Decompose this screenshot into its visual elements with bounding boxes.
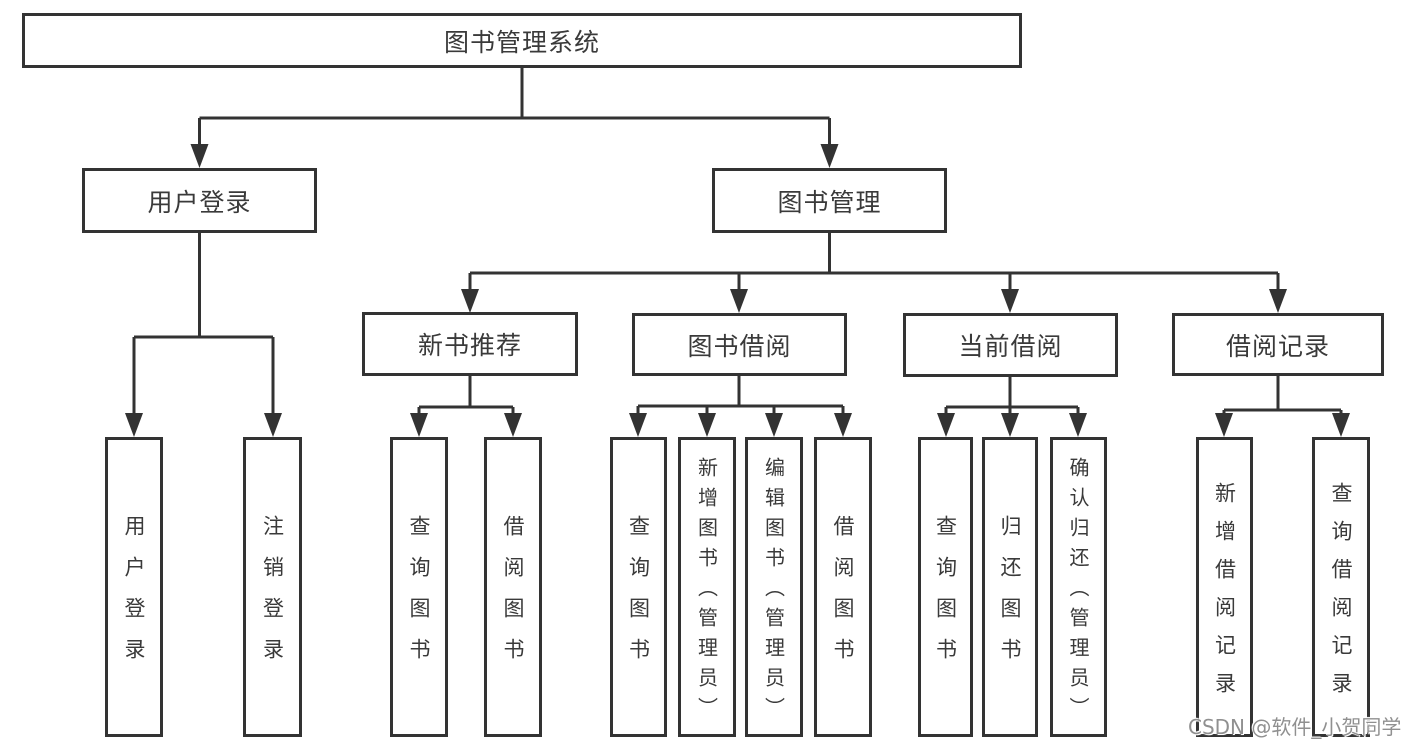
leaf-label: 新增借阅记录 [1212, 481, 1237, 710]
leaf-label: 查询图书 [626, 515, 651, 679]
leaf-label: 查询借阅记录 [1329, 481, 1353, 710]
connector-book-borrow-to-children [636, 376, 845, 418]
leaf-label: 编辑图书（管理员） [761, 457, 786, 727]
leaf-label: 借阅图书 [501, 515, 525, 679]
leaf-query-books-recommend: 查询图书 [390, 437, 448, 737]
leaf-label: 借阅图书 [831, 515, 855, 679]
leaf-label: 归还图书 [998, 515, 1022, 679]
node-label: 图书管理 [777, 187, 882, 217]
node-label: 用户登录 [147, 187, 252, 217]
node-label: 图书管理系统 [443, 27, 600, 57]
leaf-label: 新增图书（管理员） [694, 457, 719, 727]
node-root-library-system: 图书管理系统 [22, 13, 1022, 68]
csdn-watermark: CSDN @软件_小贺同学 [1188, 715, 1402, 739]
node-book-management: 图书管理 [712, 168, 947, 233]
leaf-logout: 注销登录 [243, 437, 302, 737]
node-user-login: 用户登录 [82, 168, 317, 233]
leaf-user-login: 用户登录 [105, 437, 163, 737]
leaf-return-books: 归还图书 [982, 437, 1038, 737]
connector-borrow-records-to-children [1222, 376, 1343, 418]
leaf-edit-books-admin: 编辑图书（管理员） [745, 437, 803, 737]
node-label: 新书推荐 [417, 331, 522, 360]
leaf-add-borrow-record: 新增借阅记录 [1196, 437, 1253, 737]
leaf-confirm-return-admin: 确认归还（管理员） [1050, 437, 1107, 737]
leaf-query-books-current: 查询图书 [918, 437, 973, 737]
node-book-borrow: 图书借阅 [632, 313, 847, 376]
leaf-label: 用户登录 [122, 515, 146, 679]
node-label: 借阅记录 [1225, 331, 1330, 361]
connector-new-book-recommend-to-children [417, 376, 515, 418]
node-borrow-records: 借阅记录 [1172, 313, 1384, 376]
arrowhead-group [125, 144, 1350, 437]
leaf-add-books-admin: 新增图书（管理员） [678, 437, 736, 737]
leaf-query-borrow-record: 查询借阅记录 [1312, 437, 1370, 737]
leaf-label: 确认归还（管理员） [1066, 457, 1090, 727]
leaf-query-books-borrow: 查询图书 [610, 437, 667, 737]
node-new-book-recommend: 新书推荐 [362, 312, 578, 376]
leaf-label: 注销登录 [260, 515, 285, 679]
leaf-label: 查询图书 [407, 515, 431, 679]
leaf-borrow-books: 借阅图书 [814, 437, 872, 737]
connector-root-to-level2 [198, 67, 831, 148]
leaf-label: 查询图书 [933, 515, 958, 679]
connector-user-login-to-children [132, 233, 275, 418]
leaf-borrow-books-recommend: 借阅图书 [484, 437, 542, 737]
node-label: 当前借阅 [958, 332, 1063, 361]
connector-book-management-to-level3 [468, 232, 1280, 292]
node-label: 图书借阅 [687, 331, 792, 361]
node-current-borrow: 当前借阅 [903, 313, 1118, 377]
connector-current-borrow-to-children [944, 377, 1080, 418]
